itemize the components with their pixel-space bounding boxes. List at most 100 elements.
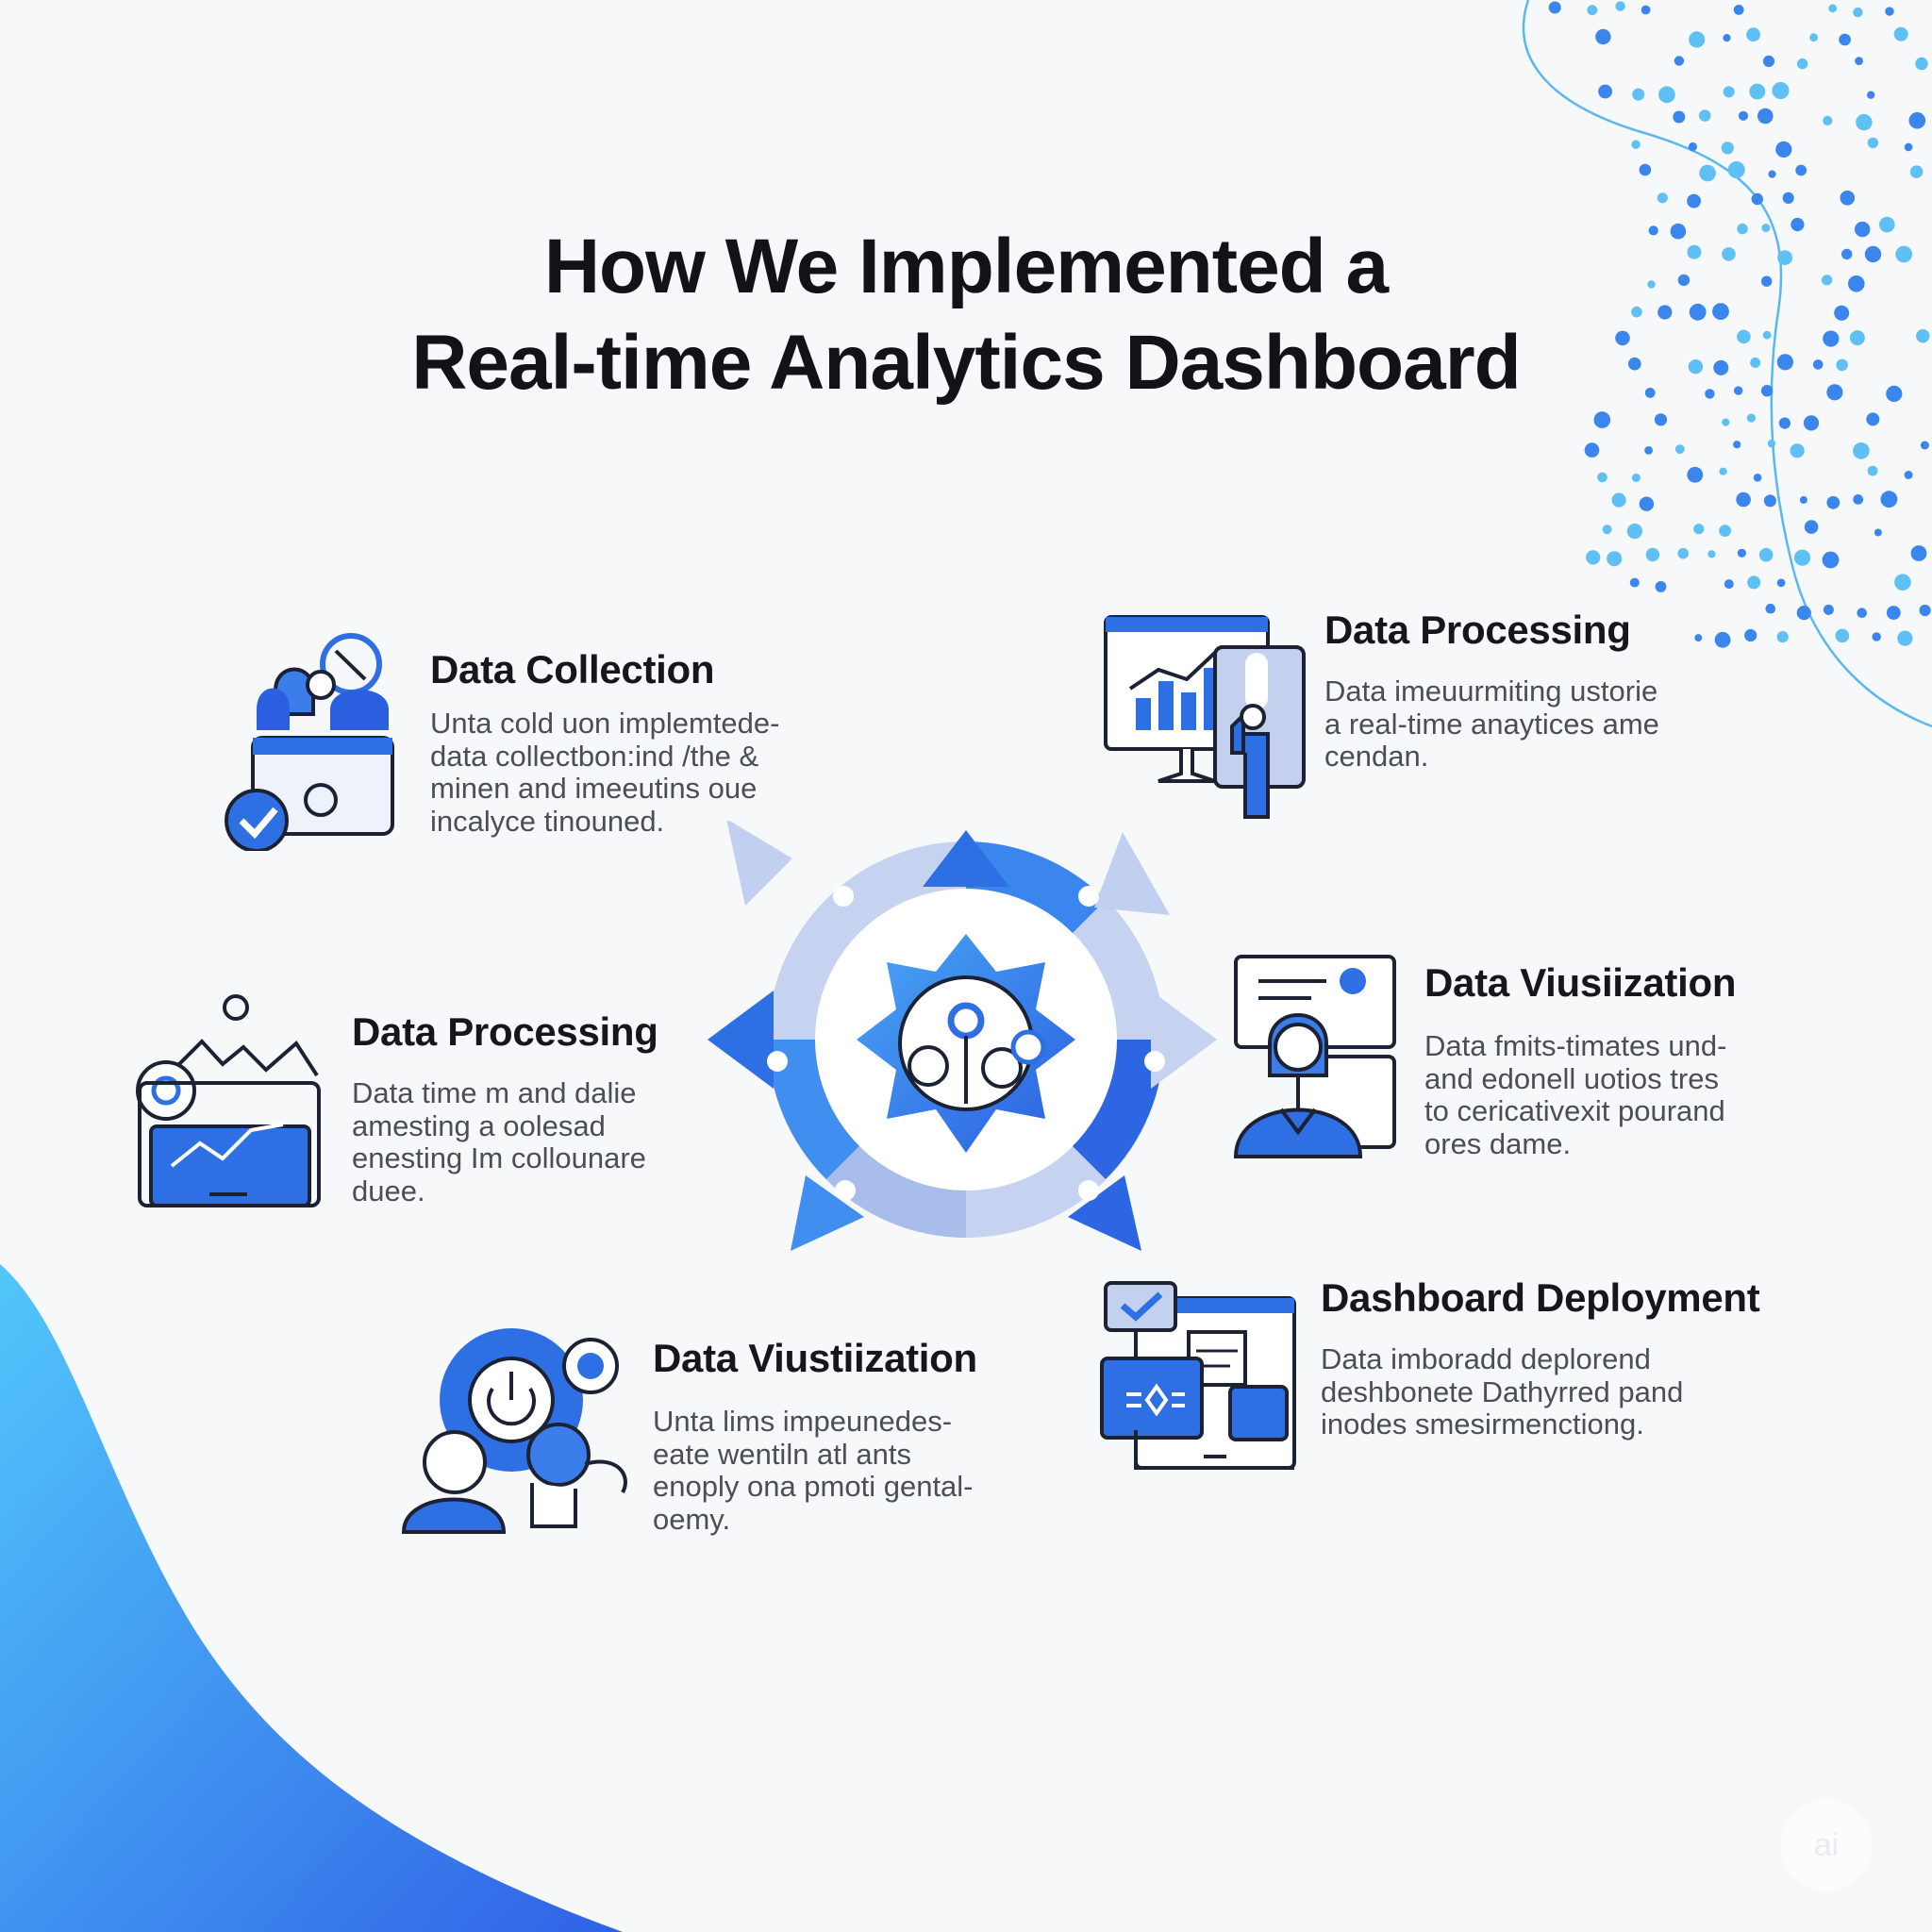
decoration-dot <box>1909 165 1924 178</box>
decoration-dot <box>1886 385 1903 402</box>
decoration-dot <box>1867 91 1875 99</box>
decoration-dot <box>1895 245 1913 263</box>
decoration-dot <box>1765 603 1776 614</box>
power-gear-team-icon <box>401 1328 627 1534</box>
decoration-dot <box>1867 137 1879 149</box>
decoration-dot <box>1839 33 1851 46</box>
decoration-dot <box>1744 628 1757 642</box>
decoration-dot <box>1822 551 1840 569</box>
decoration-dot <box>1857 608 1867 618</box>
decoration-dot <box>1915 57 1928 71</box>
decoration-dot <box>1880 491 1898 508</box>
decoration-dot <box>1587 5 1598 16</box>
decoration-dot <box>1644 388 1656 398</box>
decoration-dot <box>1853 494 1864 505</box>
decoration-dot <box>1595 28 1611 45</box>
decoration-dot <box>1615 1 1625 11</box>
decoration-dot <box>1751 192 1764 206</box>
decoration-dot <box>1879 216 1895 233</box>
decoration-dot <box>1688 142 1697 152</box>
decoration-dot <box>1920 441 1929 450</box>
decoration-dot <box>1644 446 1653 455</box>
decoration-dot <box>1548 1 1561 14</box>
decoration-dot <box>1803 415 1820 431</box>
analyst-profile-icon <box>1233 955 1396 1158</box>
decoration-dot <box>1670 223 1687 240</box>
decoration-dot <box>1658 86 1675 104</box>
page-title: How We Implemented a Real-time Analytics… <box>0 219 1932 411</box>
decoration-dot <box>1737 223 1748 235</box>
decoration-dot <box>1855 57 1863 65</box>
decoration-dot <box>1688 359 1704 375</box>
decoration-dot <box>1749 83 1766 100</box>
step-title: Data Processing <box>1324 608 1631 652</box>
decoration-dot <box>1778 417 1790 429</box>
decoration-dot <box>1628 357 1641 371</box>
decoration-dot <box>1823 330 1840 347</box>
top-right-dot-pattern <box>1548 1 1931 648</box>
decoration-dot <box>1705 389 1715 399</box>
decoration-dot <box>1897 630 1913 646</box>
decoration-dot <box>1657 305 1673 320</box>
central-cycle-hub <box>708 821 1217 1251</box>
decoration-dot <box>1874 528 1882 537</box>
decoration-dot <box>1746 27 1760 42</box>
decoration-dot <box>1654 413 1668 426</box>
analytics-monitor-icon <box>1104 615 1306 819</box>
decoration-dot <box>1757 108 1774 125</box>
decoration-dot <box>1799 495 1807 504</box>
decoration-dot <box>1719 467 1727 475</box>
decoration-dot <box>1795 164 1807 176</box>
decoration-dot <box>1762 330 1772 340</box>
decoration-dot <box>1855 221 1871 238</box>
decoration-dot <box>1723 34 1731 42</box>
step-data-collection: Data Collection Unta cold uon implemtede… <box>430 645 779 838</box>
decoration-dot <box>1737 548 1746 558</box>
decoration-dot <box>1849 330 1865 346</box>
decoration-dot <box>1894 574 1911 591</box>
decoration-dot <box>1776 631 1789 643</box>
decoration-dot <box>1867 465 1878 476</box>
decoration-dot <box>1761 224 1771 233</box>
step-title: Data Viustiization <box>653 1336 977 1380</box>
decoration-dot <box>1641 5 1651 15</box>
decoration-dot <box>1615 330 1630 346</box>
gear-chart-laptop-icon <box>136 994 321 1208</box>
decoration-dot <box>1639 496 1655 511</box>
watermark-logo: ai <box>1781 1800 1872 1890</box>
decoration-dot <box>1602 525 1612 535</box>
decoration-dot <box>1796 58 1808 70</box>
decoration-dot <box>1719 525 1731 537</box>
decoration-dot <box>1722 247 1736 261</box>
decoration-dot <box>1772 82 1790 99</box>
decoration-dot <box>1693 524 1705 535</box>
decoration-dot <box>1687 244 1702 259</box>
decoration-dot <box>1826 495 1840 509</box>
decoration-dot <box>1738 110 1749 121</box>
decoration-dot <box>1598 84 1612 99</box>
decoration-dot <box>1629 577 1640 588</box>
decoration-dot <box>1840 191 1856 206</box>
decoration-dot <box>1645 547 1660 562</box>
decoration-dot <box>1916 329 1930 343</box>
decoration-dot <box>1712 303 1729 320</box>
step-description: Data time m and dalie amesting a oolesad… <box>352 1076 646 1208</box>
decoration-dot <box>1767 440 1776 448</box>
decoration-dot <box>1733 4 1744 15</box>
step-data-visualization-bottom: Data Viustiization Unta lims impeunedes-… <box>653 1334 977 1536</box>
decoration-dot <box>1597 472 1607 483</box>
step-data-processing-top: Data Processing Data imeuurmiting ustori… <box>1324 606 1659 774</box>
decoration-dot <box>1750 358 1761 368</box>
step-description: Unta cold uon implemtede- data collectbo… <box>430 707 780 838</box>
decoration-dot <box>1776 354 1793 371</box>
decoration-dot <box>1866 412 1880 426</box>
decoration-dot <box>1687 466 1704 483</box>
decoration-dot <box>1677 274 1690 287</box>
decoration-dot <box>1699 164 1716 182</box>
decoration-dot <box>1864 245 1882 263</box>
decoration-dot <box>1727 161 1745 178</box>
decoration-dot <box>1584 442 1600 458</box>
decoration-dot <box>1626 524 1642 540</box>
decoration-dot <box>1836 358 1848 372</box>
decoration-dot <box>1607 551 1623 567</box>
